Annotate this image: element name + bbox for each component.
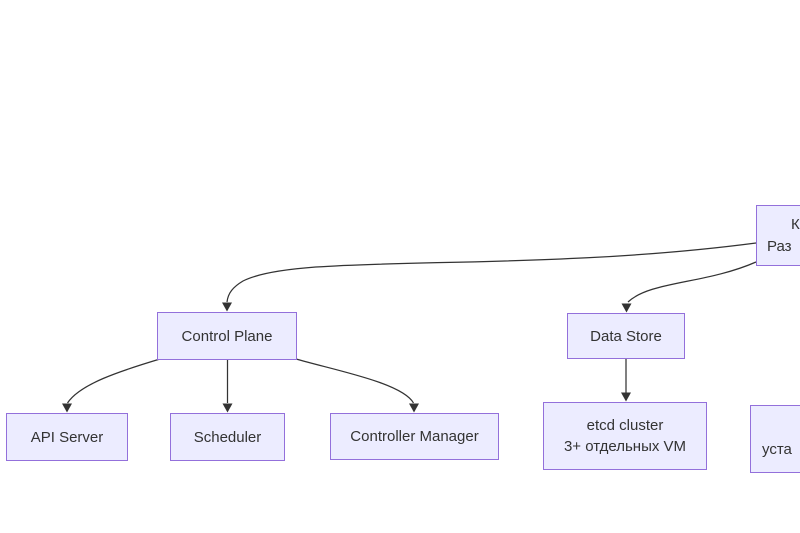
node-control-plane-label: Control Plane bbox=[181, 327, 273, 345]
arrowhead-api-server bbox=[62, 403, 72, 413]
node-etcd-line2: 3+ отдельных VM bbox=[563, 438, 687, 455]
edge-control-plane-to-controller-manager bbox=[295, 358, 415, 404]
node-etcd-cluster: etcd cluster 3+ отдельных VM bbox=[543, 402, 707, 470]
node-control-plane: Control Plane bbox=[157, 312, 297, 360]
node-scheduler: Scheduler bbox=[170, 413, 285, 461]
node-etcd-line1: etcd cluster bbox=[586, 417, 664, 434]
node-root-partial-line1: К bbox=[791, 216, 800, 233]
node-data-store-label: Data Store bbox=[590, 327, 662, 345]
node-controller-manager: Controller Manager bbox=[330, 413, 499, 460]
arrowhead-scheduler bbox=[222, 403, 233, 413]
node-root-partial-line2: Раз bbox=[767, 238, 792, 255]
arrowhead-controller-manager bbox=[409, 403, 419, 413]
node-api-server: API Server bbox=[6, 413, 128, 461]
edge-root-to-control-plane bbox=[226, 242, 757, 303]
arrowhead-data-store bbox=[621, 303, 632, 313]
node-data-store: Data Store bbox=[567, 313, 685, 359]
arrowhead-etcd bbox=[621, 392, 631, 402]
node-root-partial: К Раз bbox=[756, 205, 800, 266]
node-bottom-right-partial-line1: уста bbox=[762, 441, 792, 458]
node-bottom-right-partial: уста bbox=[750, 405, 800, 473]
edge-root-to-data-store bbox=[627, 261, 757, 303]
node-api-server-label: API Server bbox=[30, 428, 104, 446]
arrowhead-control-plane bbox=[222, 302, 232, 312]
node-scheduler-label: Scheduler bbox=[193, 428, 262, 446]
edge-control-plane-to-api-server bbox=[66, 358, 161, 404]
node-controller-manager-label: Controller Manager bbox=[350, 428, 479, 445]
